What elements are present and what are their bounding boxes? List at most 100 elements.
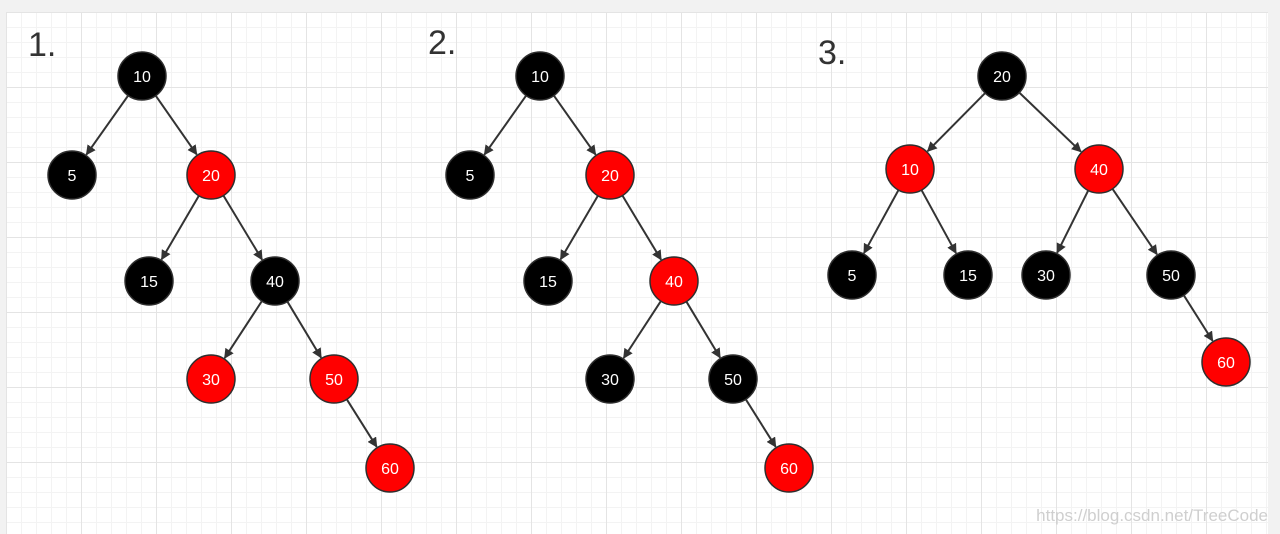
node-circle — [250, 256, 300, 306]
tree1-edge-50-60 — [345, 398, 378, 448]
node-label: 30 — [601, 372, 619, 389]
tree3-node-40: 40 — [1074, 144, 1124, 194]
nodes-layer: 10 5 20 15 40 30 50 60 10 5 20 15 40 30 50 60 20 10 40 5 15 3… — [47, 51, 1251, 493]
tree2-node-50: 50 — [708, 354, 758, 404]
tree2-edge-20-15 — [559, 195, 599, 261]
node-label: 20 — [601, 168, 619, 185]
node-label: 20 — [202, 168, 220, 185]
node-circle — [1146, 250, 1196, 300]
tree2-edge-10-20 — [553, 95, 597, 156]
node-label: 15 — [959, 268, 977, 285]
node-label: 15 — [140, 274, 158, 291]
tree2-edge-40-50 — [685, 301, 721, 359]
tree1-node-50: 50 — [309, 354, 359, 404]
tree1-node-5: 5 — [47, 150, 97, 200]
step-label-3: 3. — [818, 34, 846, 72]
node-circle — [977, 51, 1027, 101]
tree2-edge-40-30 — [622, 300, 662, 359]
tree2-node-10: 10 — [515, 51, 565, 101]
tree2-node-5: 5 — [445, 150, 495, 200]
tree3-edge-10-15 — [920, 189, 957, 254]
node-circle — [585, 150, 635, 200]
node-circle — [649, 256, 699, 306]
node-label: 5 — [466, 168, 475, 185]
tree1-edge-10-5 — [85, 95, 129, 156]
node-circle — [1074, 144, 1124, 194]
node-label: 50 — [724, 372, 742, 389]
node-label: 40 — [1090, 162, 1108, 179]
node-circle — [124, 256, 174, 306]
node-circle — [515, 51, 565, 101]
tree3-edge-40-30 — [1056, 190, 1090, 254]
node-label: 10 — [133, 69, 151, 86]
tree3-edge-40-50 — [1111, 188, 1158, 256]
labels-layer: 1. 2. 3. — [28, 24, 846, 72]
node-label: 30 — [202, 372, 220, 389]
tree3-node-50: 50 — [1146, 250, 1196, 300]
node-circle — [708, 354, 758, 404]
tree1-edge-20-40 — [222, 195, 263, 261]
node-circle — [943, 250, 993, 300]
node-label: 5 — [68, 168, 77, 185]
node-circle — [1201, 337, 1251, 387]
node-label: 5 — [848, 268, 857, 285]
tree3-edge-10-5 — [863, 189, 900, 254]
tree1-edge-20-15 — [160, 195, 200, 261]
node-label: 40 — [665, 274, 683, 291]
tree1-edge-40-50 — [286, 301, 322, 359]
tree1-node-15: 15 — [124, 256, 174, 306]
tree1-edge-10-20 — [154, 95, 198, 156]
node-circle — [827, 250, 877, 300]
tree3-node-5: 5 — [827, 250, 877, 300]
tree1-node-40: 40 — [250, 256, 300, 306]
node-circle — [585, 354, 635, 404]
tree3-node-60: 60 — [1201, 337, 1251, 387]
node-label: 50 — [325, 372, 343, 389]
node-circle — [309, 354, 359, 404]
tree2-node-60: 60 — [764, 443, 814, 493]
node-circle — [186, 150, 236, 200]
node-circle — [764, 443, 814, 493]
node-circle — [1021, 250, 1071, 300]
step-label-2: 2. — [428, 24, 456, 62]
watermark: https://blog.csdn.net/TreeCode — [1036, 506, 1268, 525]
tree1-edge-40-30 — [223, 300, 263, 359]
tree3-edge-20-40 — [1018, 91, 1082, 153]
tree3-node-20: 20 — [977, 51, 1027, 101]
node-label: 30 — [1037, 268, 1055, 285]
tree2-node-20: 20 — [585, 150, 635, 200]
node-label: 40 — [266, 274, 284, 291]
node-circle — [365, 443, 415, 493]
tree1-node-30: 30 — [186, 354, 236, 404]
node-label: 60 — [780, 461, 798, 478]
tree1-node-20: 20 — [186, 150, 236, 200]
step-label-1: 1. — [28, 26, 56, 64]
edges-layer — [85, 91, 1214, 448]
node-label: 50 — [1162, 268, 1180, 285]
node-circle — [47, 150, 97, 200]
node-label: 10 — [901, 162, 919, 179]
tree1-node-10: 10 — [117, 51, 167, 101]
tree3-node-30: 30 — [1021, 250, 1071, 300]
tree2-node-30: 30 — [585, 354, 635, 404]
node-label: 60 — [381, 461, 399, 478]
node-label: 20 — [993, 69, 1011, 86]
node-circle — [186, 354, 236, 404]
node-label: 10 — [531, 69, 549, 86]
node-circle — [523, 256, 573, 306]
node-circle — [117, 51, 167, 101]
node-label: 15 — [539, 274, 557, 291]
node-label: 60 — [1217, 355, 1235, 372]
tree1-node-60: 60 — [365, 443, 415, 493]
tree3-edge-50-60 — [1182, 294, 1214, 342]
tree2-node-15: 15 — [523, 256, 573, 306]
tree3-edge-20-10 — [926, 92, 986, 152]
tree2-edge-10-5 — [483, 95, 527, 156]
tree2-edge-20-40 — [621, 195, 662, 261]
node-circle — [445, 150, 495, 200]
tree3-node-15: 15 — [943, 250, 993, 300]
tree3-node-10: 10 — [885, 144, 935, 194]
tree2-node-40: 40 — [649, 256, 699, 306]
node-circle — [885, 144, 935, 194]
